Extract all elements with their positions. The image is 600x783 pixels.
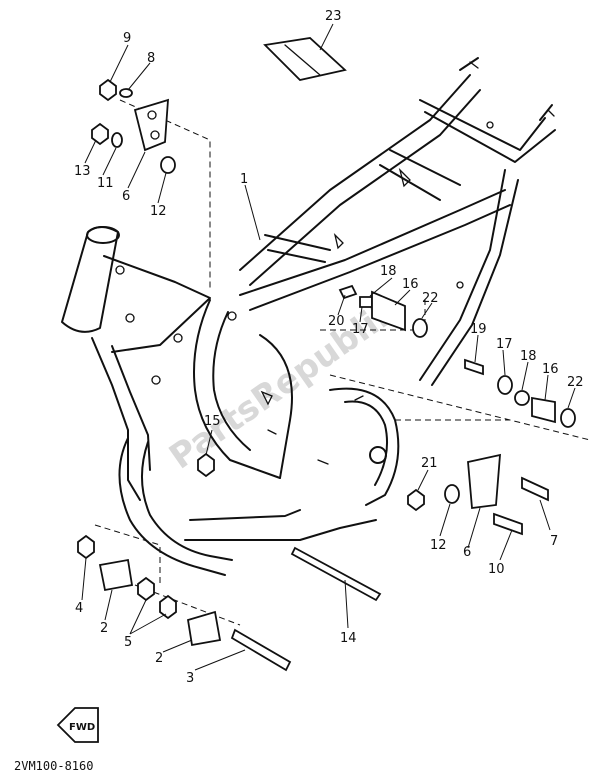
bolt-bracket-part	[230, 628, 292, 672]
label-18: 18	[520, 349, 537, 364]
label-22-top: 22	[422, 291, 439, 306]
leader-lines	[81, 23, 576, 671]
label-5: 5	[124, 635, 132, 650]
collar-part	[160, 156, 176, 174]
bushing-part	[371, 290, 406, 332]
washer-side-part	[111, 132, 123, 148]
collar-small-part	[359, 296, 373, 308]
washer-rear-part-2	[560, 408, 576, 428]
nut-lower-part	[197, 452, 215, 478]
fwd-arrow-icon: FWD	[56, 707, 99, 743]
nut-rear-part	[407, 488, 425, 512]
label-19: 19	[470, 322, 487, 337]
label-6: 6	[463, 545, 471, 560]
label-10: 10	[488, 562, 505, 577]
engine-bracket-part-2	[186, 610, 222, 647]
label-12-top: 12	[150, 204, 167, 219]
label-14: 14	[340, 631, 357, 646]
nut-side-part	[91, 122, 109, 146]
label-2-lower: 2	[155, 651, 163, 666]
label-18-top: 18	[380, 264, 397, 279]
label-7: 7	[550, 534, 558, 549]
nut-bracket-part-2	[159, 594, 177, 620]
spacer-part	[514, 390, 530, 406]
label-1: 1	[240, 172, 248, 187]
frame-drawing	[61, 57, 556, 576]
label-8: 8	[147, 51, 155, 66]
label-21: 21	[421, 456, 438, 471]
collar-small-part-2	[497, 375, 513, 395]
label-13: 13	[74, 164, 91, 179]
label-2: 2	[100, 621, 108, 636]
bolt-rear-part	[521, 476, 549, 502]
label-3: 3	[186, 671, 194, 686]
upper-bracket-part	[133, 98, 169, 152]
label-17: 17	[496, 337, 513, 352]
washer-rear-part	[412, 318, 428, 338]
collar-lower-part	[444, 484, 460, 504]
bolt-pivot-part	[464, 358, 484, 376]
rear-bracket-part	[467, 453, 501, 510]
nut-front-part	[77, 534, 95, 560]
label-23: 23	[325, 9, 342, 24]
label-6-top: 6	[122, 189, 130, 204]
nut-bracket-part	[137, 576, 155, 602]
engine-bolt-part	[290, 546, 382, 602]
label-20: 20	[328, 314, 345, 329]
protector-part	[263, 37, 347, 81]
diagram-code: 2VM100-8160	[14, 759, 93, 773]
label-17-top: 17	[352, 322, 369, 337]
bushing-part-2	[531, 396, 556, 424]
label-22: 22	[567, 375, 584, 390]
label-9: 9	[123, 31, 131, 46]
label-12: 12	[430, 538, 447, 553]
label-16-top: 16	[402, 277, 419, 292]
label-11: 11	[97, 176, 114, 191]
engine-bracket-part	[98, 558, 134, 592]
label-4: 4	[75, 601, 83, 616]
washer-upper-part	[119, 88, 133, 98]
label-16: 16	[542, 362, 559, 377]
bolt-small-part	[338, 284, 358, 300]
fwd-label: FWD	[69, 722, 95, 733]
nut-upper-part	[99, 78, 117, 102]
bolt-side-part	[493, 512, 523, 536]
label-15: 15	[204, 414, 221, 429]
